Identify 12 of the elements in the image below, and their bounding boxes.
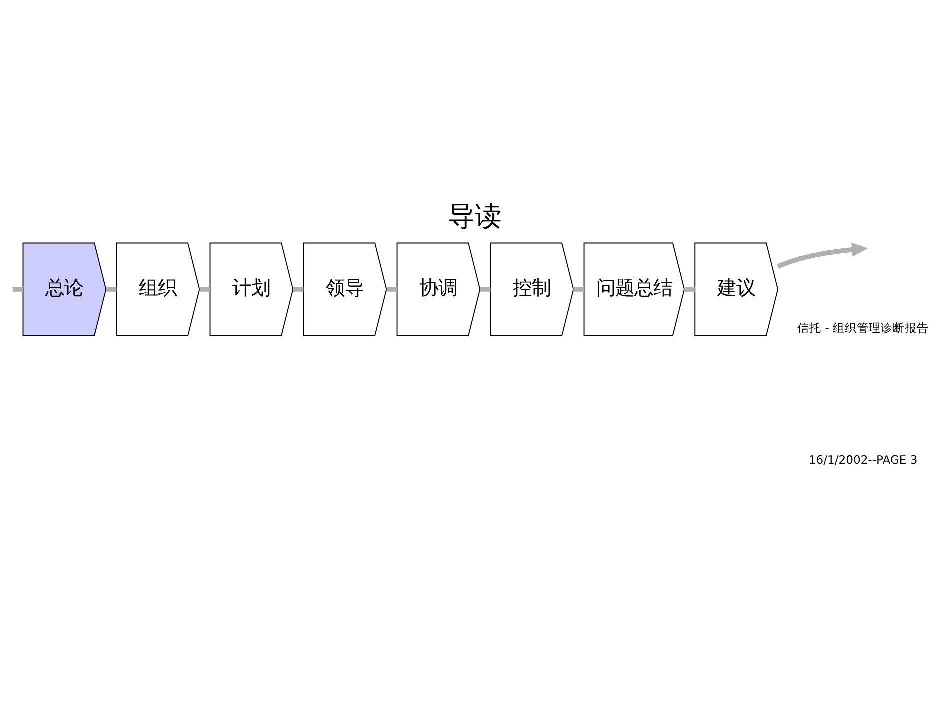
connector <box>106 287 117 292</box>
label: 16/1/2002--PAGE 3 <box>808 453 918 468</box>
label: 信托 - 组织管理诊断报告 <box>798 321 930 336</box>
connector <box>480 287 491 292</box>
connector <box>200 287 210 292</box>
connector <box>684 287 695 292</box>
connector <box>12 287 23 292</box>
diagram-title: 导读 <box>448 201 502 232</box>
connector <box>386 287 398 292</box>
connector <box>293 287 304 292</box>
arrow <box>777 242 868 269</box>
connector <box>574 287 584 292</box>
